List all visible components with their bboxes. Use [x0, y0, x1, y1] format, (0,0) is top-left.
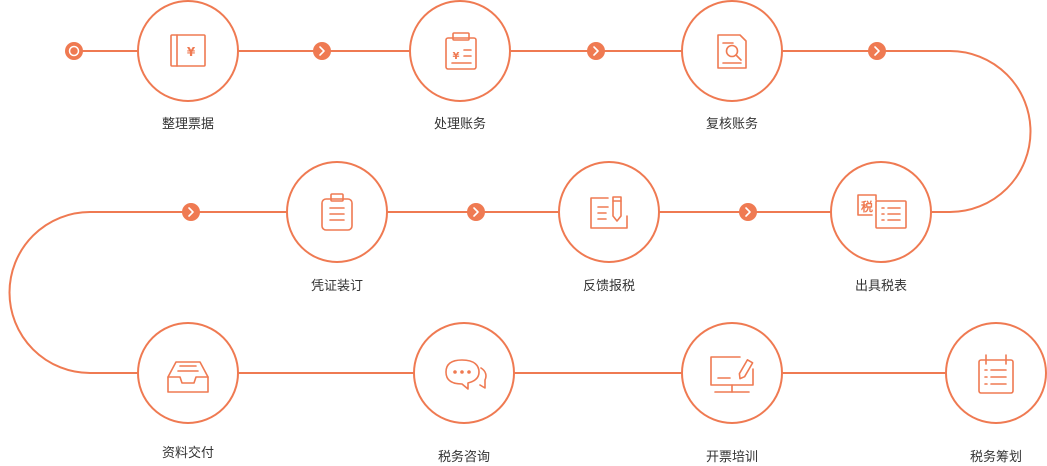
step-label-9: 开票培训 [705, 450, 758, 465]
clipboard-list-icon [321, 193, 353, 231]
step-node [413, 322, 515, 424]
step-label-7: 资料交付 [161, 446, 214, 461]
arrow-connector [587, 42, 605, 60]
presentation-board-icon [710, 356, 754, 393]
step-node [945, 322, 1047, 424]
step-node [558, 161, 660, 263]
arrow-connector [313, 42, 331, 60]
step-label-10: 税务筹划 [969, 450, 1022, 465]
step-node: 税 [830, 161, 932, 263]
clipboard-yen-icon: ¥ [445, 32, 477, 70]
step-node [286, 161, 388, 263]
step-label-6: 凭证装订 [310, 279, 363, 294]
svg-text:¥: ¥ [453, 51, 460, 62]
arrow-connector [739, 203, 757, 221]
arrow-connector [868, 42, 886, 60]
step-label-4: 出具税表 [854, 279, 907, 294]
step-label-5: 反馈报税 [582, 279, 635, 294]
tax-form-icon: 税 [857, 194, 907, 229]
step-node [137, 322, 239, 424]
edit-document-icon [590, 196, 628, 229]
step-node: ¥ [137, 0, 239, 102]
step-node [681, 0, 783, 102]
step-label-1: 整理票据 [161, 117, 214, 132]
arrow-connector [467, 203, 485, 221]
step-label-8: 税务咨询 [437, 450, 490, 465]
svg-text:税: 税 [861, 199, 873, 214]
inbox-tray-icon [167, 361, 209, 393]
step-node: ¥ [409, 0, 511, 102]
chat-bubbles-icon [445, 359, 487, 390]
step-label-3: 复核账务 [705, 117, 758, 132]
step-node [681, 322, 783, 424]
flow-path [8, 50, 1032, 374]
ledger-yen-icon: ¥ [170, 34, 206, 67]
start-marker [65, 42, 83, 60]
step-label-2: 处理账务 [433, 117, 486, 132]
document-magnifier-icon [717, 34, 747, 69]
arrow-connector [182, 203, 200, 221]
calendar-list-icon [978, 354, 1014, 394]
svg-text:¥: ¥ [187, 45, 196, 59]
